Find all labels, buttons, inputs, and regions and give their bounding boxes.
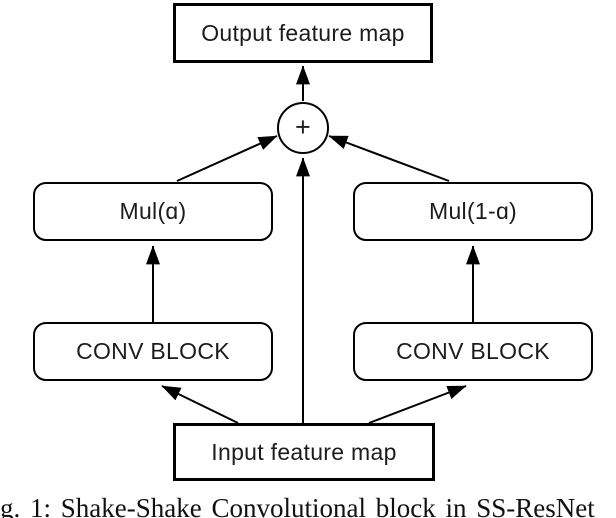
arrow-mul-right-to-add xyxy=(328,135,450,182)
output-feature-map-node: Output feature map xyxy=(173,3,433,63)
mul-one-minus-alpha-label: Mul(1-ɑ) xyxy=(428,198,518,224)
plus-icon: + xyxy=(294,111,312,142)
mul-alpha-label: Mul(ɑ) xyxy=(119,198,187,224)
add-operator-node: + xyxy=(277,102,329,154)
conv-block-left-label: CONV BLOCK xyxy=(76,338,230,364)
mul-one-minus-alpha-node: Mul(1-ɑ) xyxy=(353,182,593,241)
output-feature-map-label: Output feature map xyxy=(201,19,405,46)
conv-block-right-node: CONV BLOCK xyxy=(353,322,593,381)
conv-block-left-node: CONV BLOCK xyxy=(33,322,273,381)
mul-alpha-node: Mul(ɑ) xyxy=(33,182,273,241)
conv-block-right-label: CONV BLOCK xyxy=(396,338,550,364)
figure-caption: g. 1: Shake-Shake Convolutional block in… xyxy=(0,493,595,518)
arrow-input-to-conv-right xyxy=(368,385,467,424)
arrow-mul-left-to-add xyxy=(176,135,278,182)
input-feature-map-node: Input feature map xyxy=(173,423,435,481)
arrow-input-to-conv-left xyxy=(161,385,239,424)
input-feature-map-label: Input feature map xyxy=(211,438,397,465)
